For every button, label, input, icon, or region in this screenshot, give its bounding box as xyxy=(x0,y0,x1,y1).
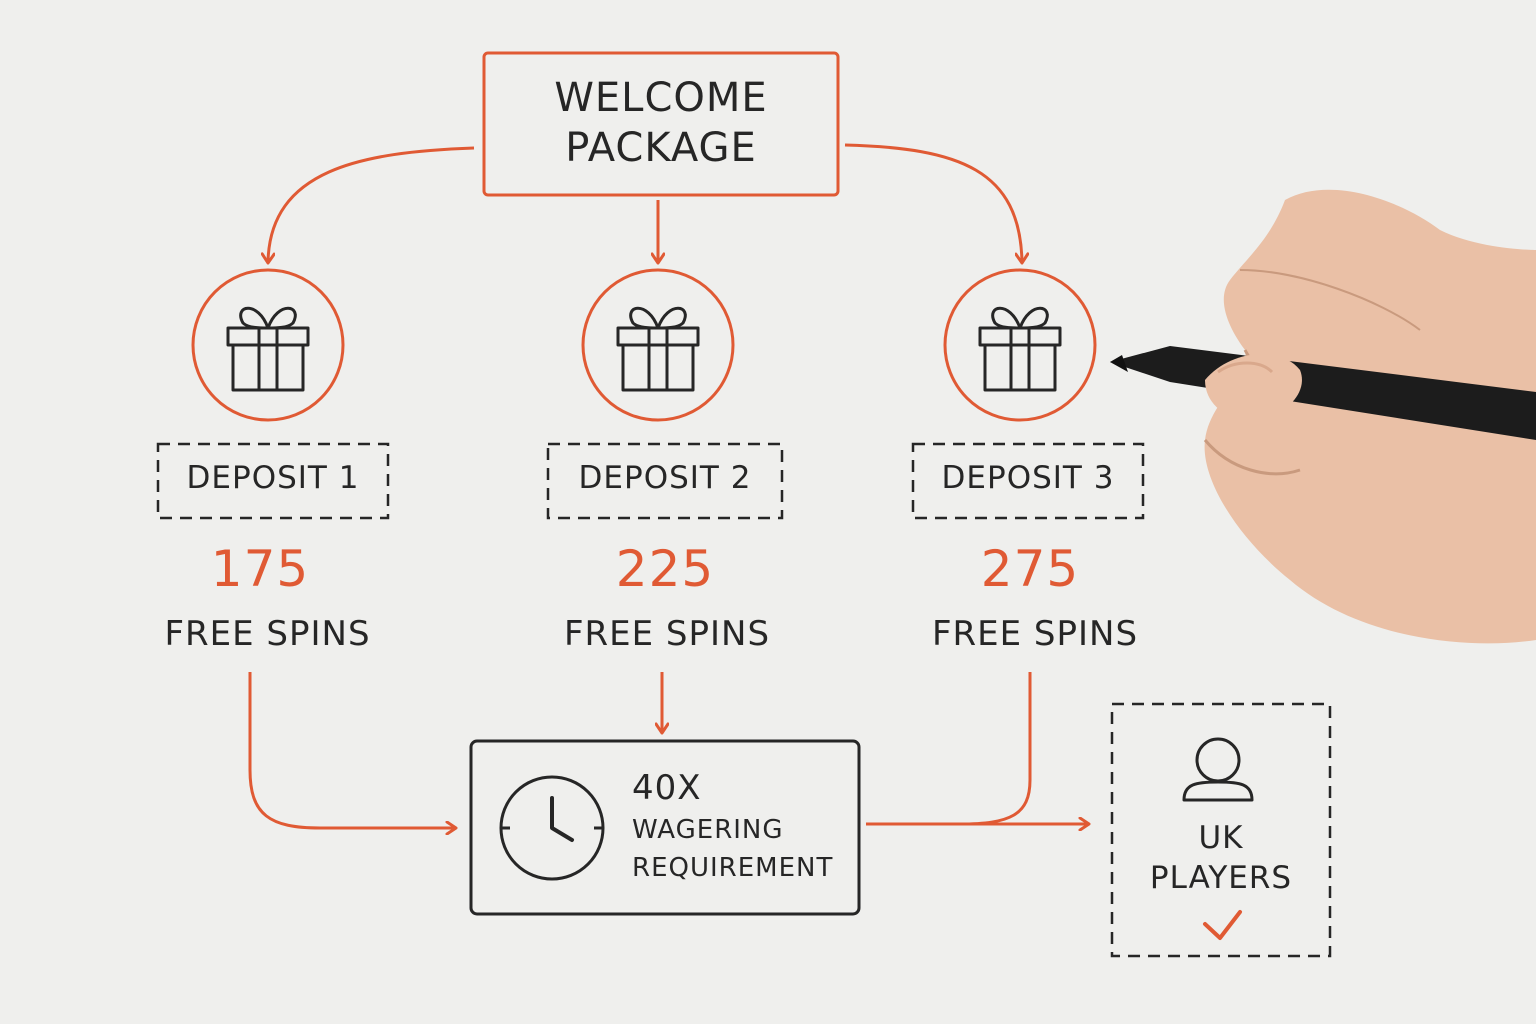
uk-line-1: UK xyxy=(1198,820,1244,856)
wagering-line-1: WAGERING xyxy=(632,815,784,845)
deposit-1-box xyxy=(156,442,390,520)
deposit-3-box xyxy=(911,442,1145,520)
uk-line-2: PLAYERS xyxy=(1149,860,1293,896)
wagering-multiplier: 40X xyxy=(632,768,702,808)
gift-icon xyxy=(581,268,735,422)
deposit-1-label: DEPOSIT 1 xyxy=(186,460,360,496)
welcome-package-box xyxy=(482,51,840,197)
deposit-2-label: DEPOSIT 2 xyxy=(578,460,752,496)
arrow-deposit-1-to-wagering xyxy=(248,672,455,828)
deposit-3-label: DEPOSIT 3 xyxy=(941,460,1115,496)
deposit-1-spins-label: FREE SPINS xyxy=(164,614,371,654)
deposit-2-box xyxy=(546,442,784,520)
clock-icon xyxy=(499,775,605,881)
arrow-to-deposit-1 xyxy=(268,146,475,262)
wagering-line-2: REQUIREMENT xyxy=(632,853,834,883)
title-line-2: PACKAGE xyxy=(565,125,757,171)
deposit-3-spins: 275 xyxy=(980,540,1080,598)
checkmark-icon xyxy=(1203,910,1242,940)
deposit-3-spins-label: FREE SPINS xyxy=(931,614,1139,654)
gift-icon xyxy=(943,268,1097,422)
uk-players-box xyxy=(1110,702,1332,958)
wagering-box xyxy=(469,739,861,916)
arrow-to-deposit-3 xyxy=(844,143,1022,262)
connector-deposit-3 xyxy=(959,672,1032,826)
title-line-1: WELCOME xyxy=(554,75,768,121)
deposit-1-spins: 175 xyxy=(210,540,310,598)
gift-icon xyxy=(191,268,345,422)
deposit-2-spins-label: FREE SPINS xyxy=(563,614,771,654)
deposit-2-spins: 225 xyxy=(615,540,715,598)
hand-with-marker xyxy=(1110,189,1536,644)
user-icon xyxy=(1182,737,1254,802)
